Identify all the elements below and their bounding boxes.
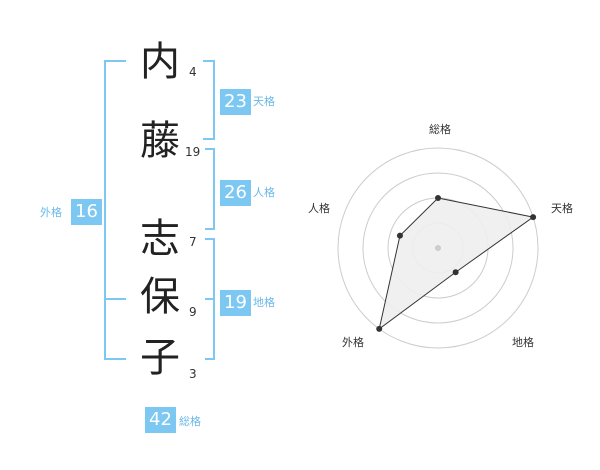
gaikaku-bracket-tick [104,298,126,300]
stroke-count-4: 9 [189,305,197,319]
soukaku-label: 総格 [179,415,201,428]
chikaku-bracket-tick [205,298,215,300]
radar-point-4 [376,325,383,332]
radar-point-5 [396,232,403,239]
stroke-count-2: 19 [185,145,201,159]
stroke-count-1: 4 [189,65,197,79]
radar-ring [337,147,539,349]
tenkaku-label: 天格 [253,95,275,108]
radar-point-1 [435,195,441,201]
name-char-4: 保 [140,274,180,320]
jinkaku-bracket [205,148,215,230]
radar-point-2 [530,214,537,221]
name-char-1: 内 [140,39,180,85]
stroke-count-3: 7 [189,235,197,249]
axis-label-chikaku: 地格 [512,335,534,349]
name-char-2: 藤 [140,118,180,164]
gaikaku-label: 外格 [40,206,62,219]
radar-center [435,245,441,251]
jinkaku-value: 26 [220,180,251,206]
radar-point-3 [452,269,459,276]
stroke-count-5: 3 [189,367,197,381]
radar-ring [362,172,514,324]
chikaku-label: 地格 [253,296,275,309]
gaikaku-bracket [104,60,126,360]
tenkaku-value: 23 [220,89,251,115]
tenkaku-bracket [203,60,215,140]
axis-label-gaikaku: 外格 [342,335,364,349]
soukaku-value: 42 [145,407,176,433]
gaikaku-value: 16 [71,199,102,225]
jinkaku-label: 人格 [253,186,275,199]
axis-label-jinkaku: 人格 [308,201,330,215]
name-char-3: 志 [140,216,180,262]
chikaku-value: 19 [220,290,251,316]
radar-area [378,197,535,331]
axis-label-soukaku: 総格 [429,122,451,136]
axis-label-tenkaku: 天格 [551,201,573,215]
name-char-5: 子 [140,335,180,381]
